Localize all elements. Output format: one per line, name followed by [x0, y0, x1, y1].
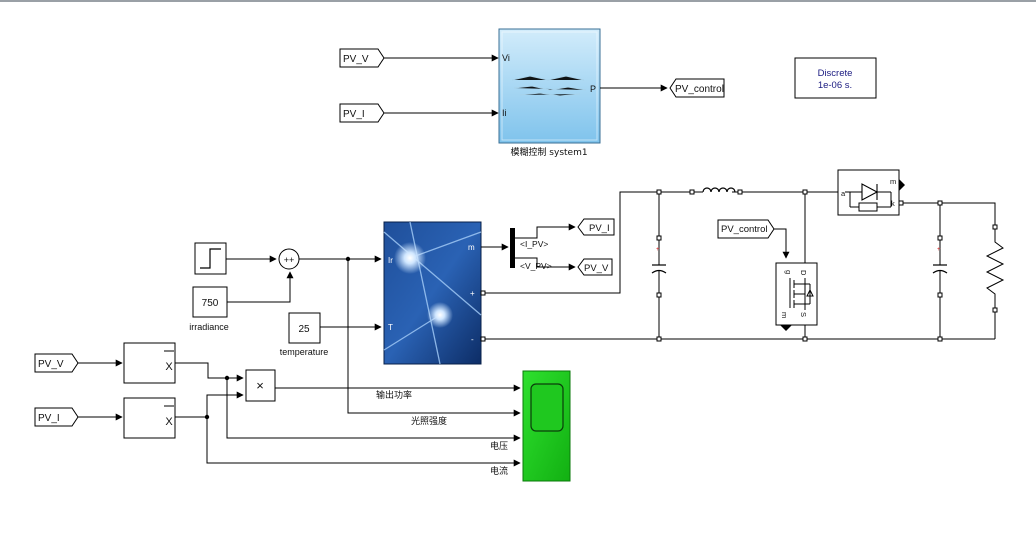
product-block[interactable]: × — [245, 369, 276, 402]
capacitor-polarity: + — [937, 247, 941, 253]
fuzzy-port-p: P — [590, 84, 596, 94]
hold-symbol-voltage: X — [165, 361, 173, 373]
from-tag-pv-v-top-label: PV_V — [343, 54, 369, 65]
solar-glint — [427, 302, 453, 328]
hold-block-voltage[interactable]: X — [123, 342, 176, 384]
temperature-caption: temperature — [280, 347, 329, 357]
irradiance-constant-block[interactable]: 750 — [192, 286, 228, 318]
signal-line[interactable] — [206, 417, 521, 467]
from-tag-pv-control-label: PV_control — [721, 224, 767, 235]
mosfet-port-s: S — [799, 312, 808, 317]
signal-line[interactable] — [226, 378, 521, 442]
from-tag-pv-i-bottom-label: PV_I — [38, 413, 60, 424]
solar-glint — [394, 242, 426, 274]
mosfet-port-d: D — [799, 270, 808, 276]
fuzzy-membership-icon — [511, 75, 587, 97]
inductor[interactable] — [689, 187, 743, 195]
from-tag-pv-control[interactable]: PV_control — [717, 219, 775, 239]
pv-array-block[interactable]: Ir T m + - — [383, 221, 482, 365]
bus-selector-block[interactable]: <I_PV> <V_PV> — [510, 228, 552, 271]
fuzzy-block-caption: 模糊控制 system1 — [510, 146, 587, 158]
hold-block-current[interactable]: X — [123, 397, 176, 439]
scope-label-power: 输出功率 — [376, 389, 412, 401]
signal-line[interactable] — [175, 391, 244, 418]
sum-block[interactable]: ++ — [278, 248, 300, 270]
scope-block[interactable] — [522, 370, 571, 482]
input-capacitor[interactable]: + — [651, 235, 667, 298]
resistor-icon — [985, 229, 1005, 308]
scope-label-irradiance: 光照强度 — [411, 415, 447, 427]
fuzzy-controller-block[interactable]: Vi Ii P — [498, 28, 601, 144]
load-resistor[interactable] — [985, 224, 1005, 313]
signal-line[interactable] — [515, 257, 576, 271]
powergui-line2: 1e-06 s. — [818, 80, 852, 91]
bus-signal-i-pv: <I_PV> — [520, 239, 548, 249]
mosfet-port-m: m — [780, 312, 789, 318]
diode-port-a: a — [841, 189, 846, 198]
goto-tag-pv-i[interactable]: PV_I — [577, 218, 615, 236]
diode-port-k: k — [891, 199, 895, 208]
scope-label-current: 电流 — [490, 465, 508, 477]
hold-symbol-current: X — [165, 416, 173, 428]
step-icon — [200, 248, 221, 269]
from-tag-pv-i-top[interactable]: PV_I — [339, 103, 385, 123]
signal-line[interactable] — [515, 223, 576, 239]
scope-label-voltage: 电压 — [490, 440, 508, 452]
inductor-icon — [702, 187, 736, 193]
diode-icon — [861, 183, 879, 201]
capacitor-polarity: + — [656, 247, 660, 253]
powergui-line1: Discrete — [818, 68, 853, 79]
irradiance-caption: irradiance — [189, 322, 229, 332]
temperature-value: 25 — [298, 324, 310, 335]
window-top-border — [0, 0, 1036, 2]
fuzzy-port-ii: Ii — [502, 108, 507, 118]
goto-tag-pv-control-label: PV_control — [675, 84, 724, 95]
irradiance-value: 750 — [202, 298, 219, 309]
goto-tag-pv-v-label: PV_V — [584, 263, 609, 274]
signal-line[interactable] — [774, 228, 790, 259]
sum-signs: ++ — [284, 255, 295, 265]
pv-port-ir: Ir — [388, 256, 393, 265]
from-tag-pv-i-top-label: PV_I — [343, 109, 365, 120]
power-wiring — [483, 191, 996, 340]
connection-nodes — [480, 189, 943, 342]
from-tag-pv-v-bottom-label: PV_V — [38, 359, 64, 370]
goto-tag-pv-control[interactable]: PV_control — [669, 78, 725, 98]
signal-line[interactable] — [347, 259, 521, 417]
temperature-constant-block[interactable]: 25 — [288, 312, 321, 344]
mosfet-port-g: g — [784, 270, 793, 274]
product-symbol: × — [256, 378, 264, 393]
scope-screen-icon — [530, 383, 564, 432]
mosfet-icon — [789, 278, 814, 310]
output-capacitor[interactable]: + — [932, 235, 948, 298]
step-block[interactable] — [194, 242, 227, 275]
diode-port-m: m — [890, 177, 896, 186]
from-tag-pv-v-bottom[interactable]: PV_V — [34, 353, 79, 373]
goto-tag-pv-v[interactable]: PV_V — [577, 258, 613, 276]
pv-port-m: m — [468, 243, 475, 252]
pv-port-plus: + — [470, 289, 475, 298]
signal-line[interactable] — [175, 362, 244, 382]
mosfet-block[interactable]: g D m S — [775, 262, 818, 331]
signal-line[interactable] — [227, 271, 294, 303]
goto-tag-pv-i-label: PV_I — [589, 223, 610, 234]
fuzzy-port-vi: Vi — [502, 53, 510, 63]
powergui-block[interactable]: Discrete 1e-06 s. — [794, 57, 877, 99]
from-tag-pv-v-top[interactable]: PV_V — [339, 48, 385, 68]
bus-signal-v-pv: <V_PV> — [520, 261, 552, 271]
diode-block[interactable]: a k m — [837, 169, 905, 216]
from-tag-pv-i-bottom[interactable]: PV_I — [34, 407, 79, 427]
pv-port-t: T — [388, 323, 393, 332]
pv-port-minus: - — [471, 335, 474, 344]
